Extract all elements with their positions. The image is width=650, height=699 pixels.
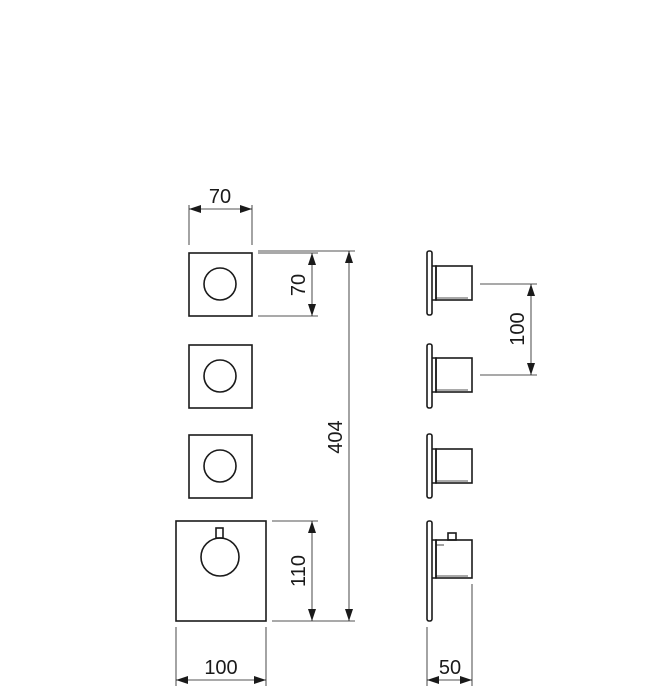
dim-total-height-label: 404 <box>325 420 347 453</box>
dim-side-depth: 50 <box>426 584 473 686</box>
side-small-unit-3 <box>426 433 473 499</box>
dim-large-height: 110 <box>272 520 318 621</box>
front-small-plate-3 <box>188 434 253 499</box>
side-view <box>426 250 473 622</box>
front-small-plate-2 <box>188 344 253 409</box>
dim-small-height-label: 70 <box>288 274 310 296</box>
dim-bottom-width: 100 <box>175 627 267 686</box>
dim-large-height-label: 110 <box>288 555 310 587</box>
side-small-unit-1 <box>426 250 473 316</box>
side-small-unit-2 <box>426 343 473 409</box>
side-large-unit <box>426 520 473 622</box>
dim-bottom-width-label: 100 <box>204 657 237 679</box>
dim-small-height: 70 <box>258 252 318 317</box>
dim-total-height: 404 <box>258 250 355 622</box>
dim-side-spacing-label: 100 <box>507 312 529 345</box>
front-large-plate <box>175 520 267 622</box>
dim-top-width: 70 <box>188 186 253 245</box>
front-small-plate-1 <box>188 252 253 317</box>
dim-top-width-label: 70 <box>209 186 231 208</box>
dim-side-spacing: 100 <box>480 283 537 376</box>
front-view <box>175 252 267 622</box>
dim-side-depth-label: 50 <box>439 657 461 679</box>
